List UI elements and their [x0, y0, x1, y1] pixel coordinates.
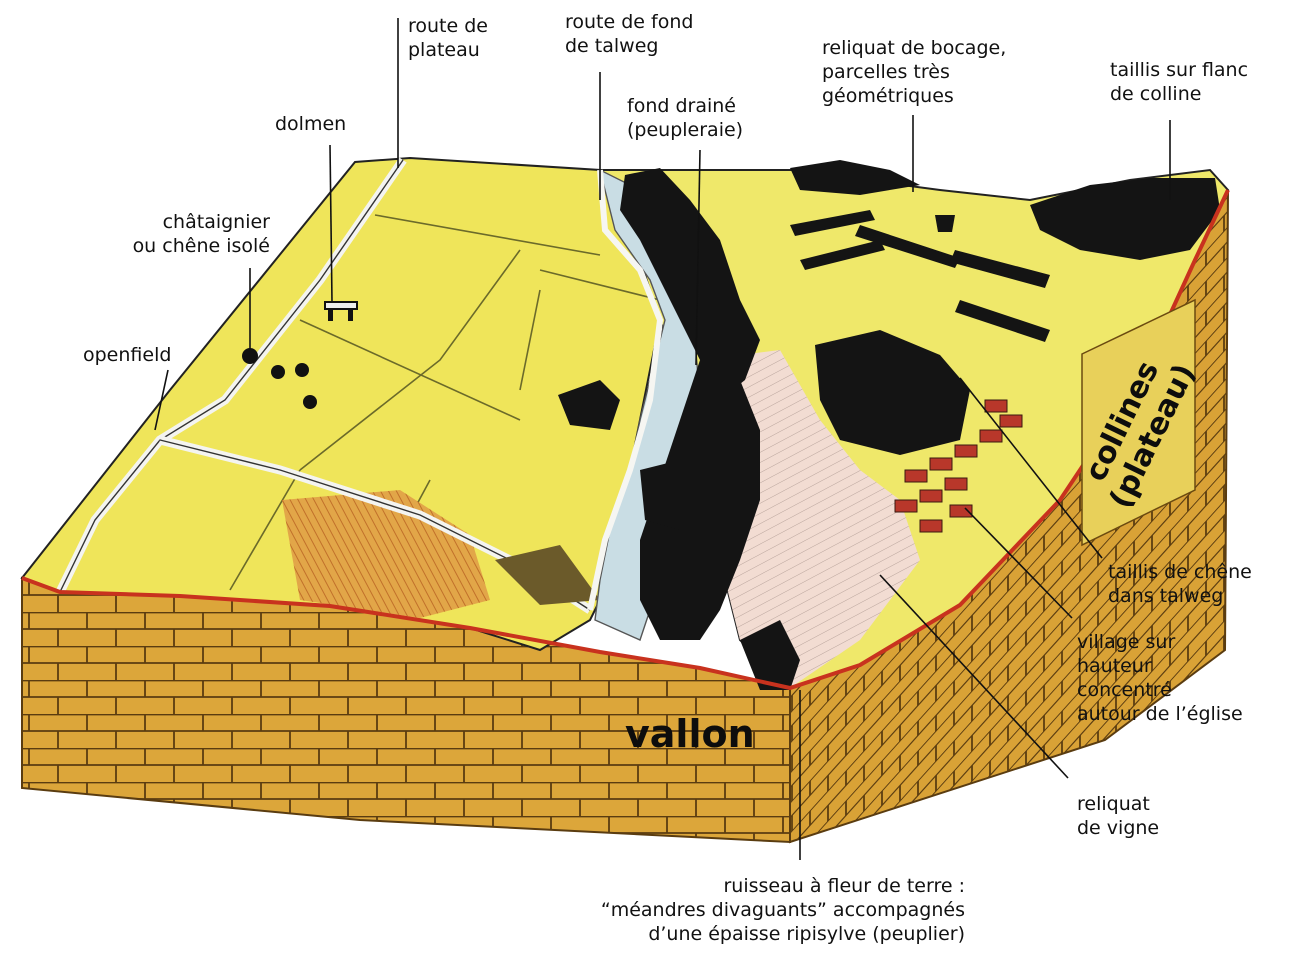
label-taillis-chene: taillis de chêne dans talweg: [1108, 560, 1252, 608]
label-taillis-flanc: taillis sur flanc de colline: [1110, 58, 1248, 106]
label-village: village sur hauteur concentré autour de …: [1077, 630, 1243, 726]
label-reliquat-bocage: reliquat de bocage, parcelles très géomé…: [822, 36, 1006, 108]
label-route-fond-talweg: route de fond de talweg: [565, 10, 693, 58]
label-chataignier: châtaignier ou chêne isolé: [100, 210, 270, 258]
label-route-plateau: route de plateau: [408, 14, 488, 62]
label-openfield: openfield: [83, 343, 171, 367]
label-ruisseau: ruisseau à fleur de terre : “méandres di…: [520, 874, 965, 946]
label-reliquat-vigne: reliquat de vigne: [1077, 792, 1159, 840]
label-dolmen: dolmen: [275, 112, 346, 136]
label-fond-draine: fond drainé (peupleraie): [627, 94, 743, 142]
label-vallon: vallon: [625, 712, 755, 756]
